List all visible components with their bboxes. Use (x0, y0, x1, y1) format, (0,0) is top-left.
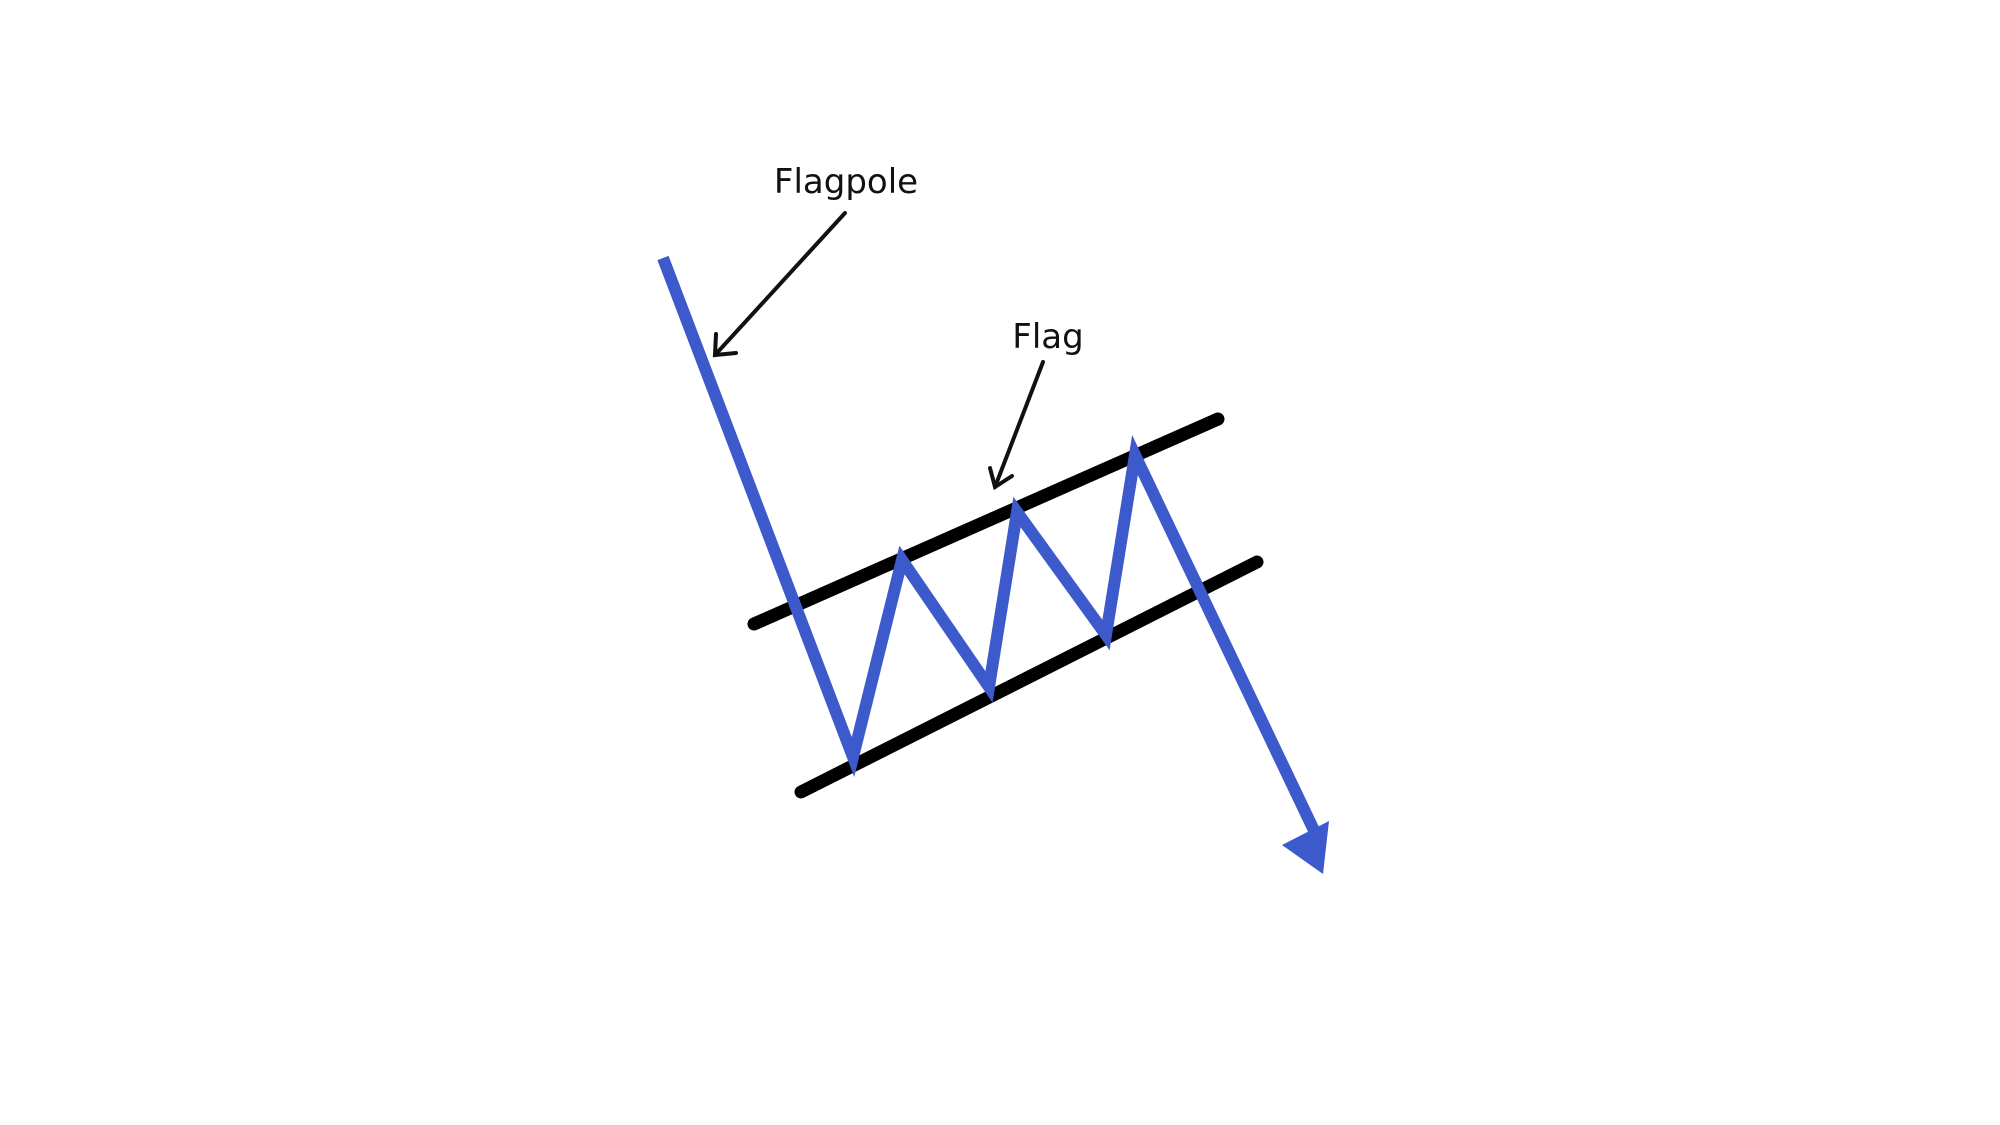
breakdown-arrowhead-icon (1282, 821, 1329, 874)
flagpole-pointer-arrowhead-icon (712, 332, 738, 358)
flag-pointer-arrowhead-icon (988, 466, 1014, 491)
price-path-line (657, 255, 1326, 846)
flag-pointer-line (993, 360, 1045, 489)
flagpole-label: Flagpole (774, 162, 918, 202)
flag-label: Flag (1012, 317, 1083, 357)
flagpole-pointer-line (713, 211, 847, 357)
flag-lower-trendline (794, 555, 1264, 799)
flag-upper-trendline (747, 412, 1225, 631)
